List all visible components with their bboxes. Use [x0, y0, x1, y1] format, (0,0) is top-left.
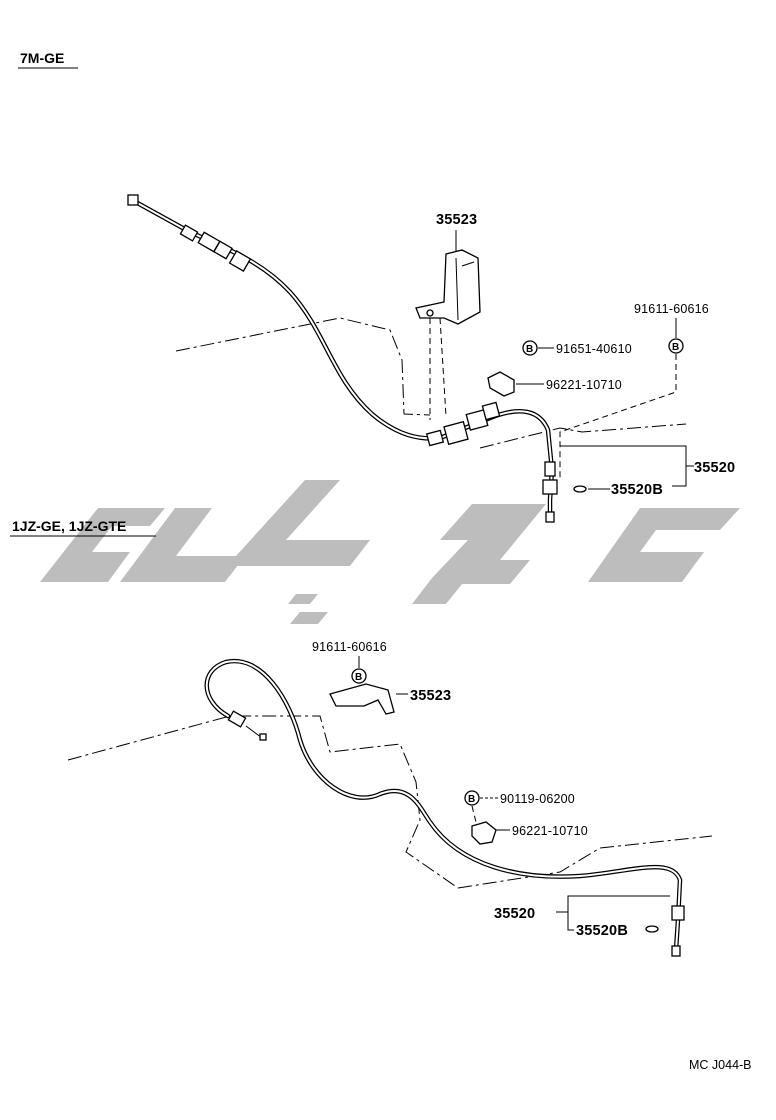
ring-35520b-bottom [645, 925, 659, 933]
bracket-line-35520-top [560, 445, 687, 487]
marker-b-letter: B [468, 794, 475, 805]
label-90119-06200-bottom: 90119-06200 [500, 792, 575, 806]
section-heading-top: 7M-GE [18, 50, 78, 69]
section-title-top: 7M-GE [20, 50, 64, 66]
diagram-code: MC J044-B [689, 1058, 752, 1072]
cable-tip-top [545, 511, 555, 523]
bottom-assembly: 91611-60616 B 35523 B 90119-06200 96221-… [67, 640, 713, 957]
body-outline-bottom-right [457, 835, 713, 889]
clamp-96221-top [487, 371, 515, 397]
cable-clamp-top [425, 401, 501, 447]
ring-35520b-top [573, 485, 587, 493]
marker-b-washer-top [522, 340, 538, 356]
marker-b-letter: B [526, 344, 533, 355]
body-outline-bottom [67, 715, 459, 889]
label-35523-top: 35523 [436, 212, 477, 228]
top-assembly: 35523 91611-60616 B B 91651-40610 96221-… [127, 194, 735, 523]
label-35520B-bottom: 35520B [576, 923, 628, 939]
section-title-bottom: 1JZ-GE, 1JZ-GTE [12, 518, 126, 534]
label-35523-bottom: 35523 [410, 688, 451, 704]
bracket-35523-bottom [329, 683, 395, 715]
marker-b-clip-bottom [351, 668, 367, 684]
clamp-96221-bottom [471, 821, 497, 845]
accelerator-cable-bottom [204, 658, 683, 953]
label-91651-40610-top: 91651-40610 [556, 342, 632, 356]
body-outline-top [175, 317, 431, 416]
cable-end-top [127, 194, 139, 206]
bracket-line-35520-bottom [567, 895, 670, 931]
label-35520-top: 35520 [694, 460, 735, 476]
label-96221-10710-top: 96221-10710 [546, 378, 622, 392]
marker-b-letter: B [672, 342, 679, 353]
label-91611-60616-top: 91611-60616 [634, 302, 709, 316]
label-35520-bottom: 35520 [494, 906, 535, 922]
label-96221-10710-bottom: 96221-10710 [512, 824, 588, 838]
watermark-logo [40, 480, 740, 624]
cable-nut-bottom [671, 905, 685, 921]
cable-grommets-top [179, 224, 252, 272]
cable-nut-top [542, 479, 558, 495]
cable-tip-bottom [671, 945, 681, 957]
section-heading-bottom: 1JZ-GE, 1JZ-GTE [10, 518, 156, 537]
accelerator-cable-top [129, 197, 555, 523]
body-outline-top-right [479, 423, 687, 449]
label-91611-60616-bottom: 91611-60616 [312, 640, 387, 654]
marker-b-bolt-bottom [464, 790, 480, 806]
cable-end-bottom [227, 710, 267, 741]
marker-b-clip-top [668, 338, 684, 354]
marker-b-letter: B [355, 672, 362, 683]
cable-adjuster-top [544, 461, 556, 477]
label-35520B-top: 35520B [611, 482, 663, 498]
bracket-35523-top [415, 249, 481, 325]
